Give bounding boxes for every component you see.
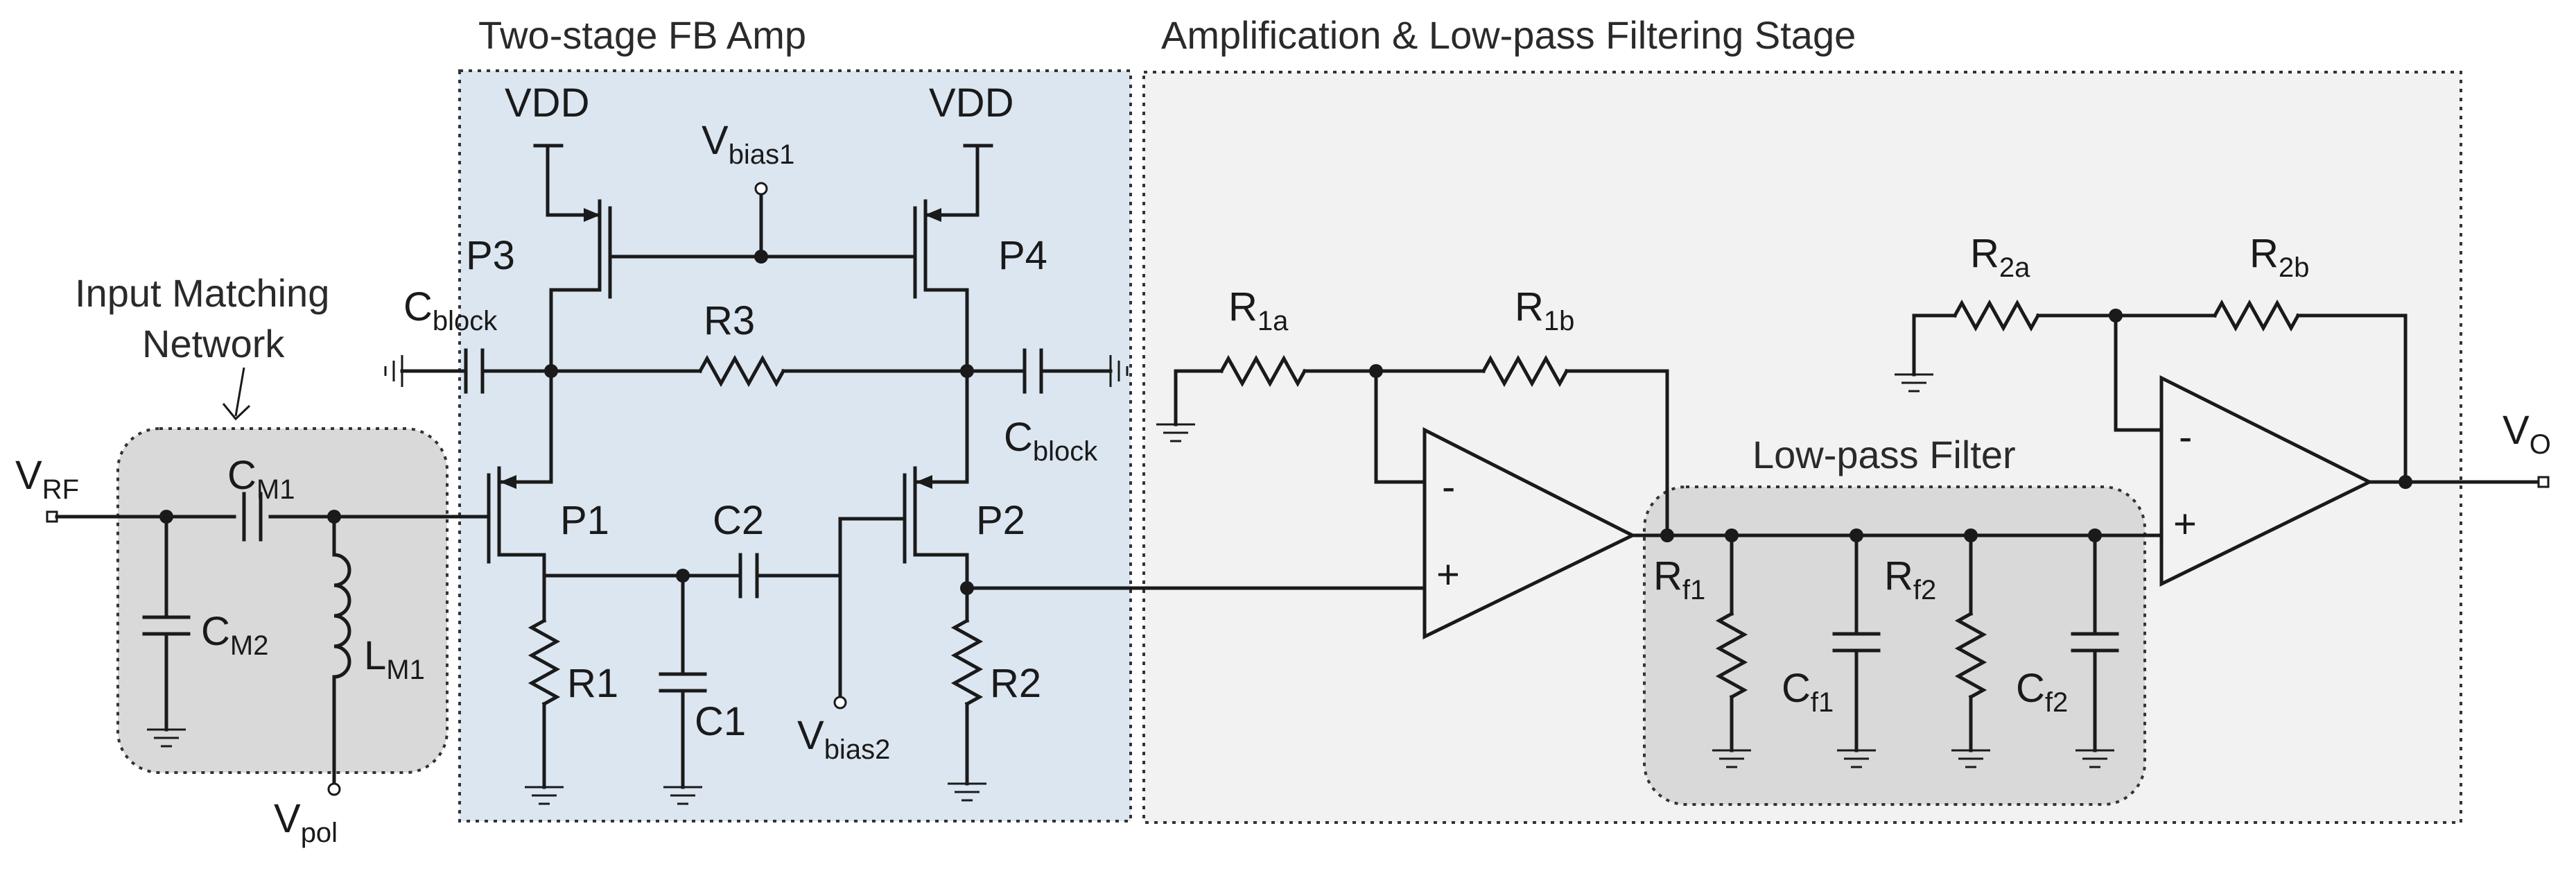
r1b-label: R1b (1515, 284, 1574, 336)
imn-pointer-arrow (222, 367, 251, 421)
p4-label: P4 (998, 233, 1047, 278)
opamp1-plus: + (1436, 552, 1460, 597)
p1-label: P1 (560, 498, 609, 543)
opamp2-icon (2159, 374, 2374, 587)
vpol-port-icon (327, 782, 341, 796)
cm1-label: CM1 (227, 453, 295, 505)
r2-resistor (950, 618, 984, 707)
r2-label: R2 (990, 661, 1041, 706)
ground-icon (1109, 355, 1129, 387)
lpf-region (1643, 485, 2146, 806)
vrf-label: VRF (15, 453, 79, 505)
p1-transistor (487, 466, 553, 564)
vo-label: VO (2503, 408, 2551, 460)
ground-icon (525, 786, 564, 805)
opamp2-plus: + (2173, 501, 2197, 546)
r2b-resistor (2212, 299, 2301, 332)
r1-label: R1 (567, 661, 618, 706)
imn-title-line2: Network (142, 322, 285, 365)
lm1-inductor (332, 553, 351, 679)
p4-transistor (913, 199, 980, 370)
opamp1-icon (1422, 427, 1637, 639)
rf2-label: Rf2 (1884, 553, 1936, 605)
lpf-title: Low-pass Filter (1752, 433, 2016, 476)
ground-icon (663, 786, 702, 805)
imn-region (116, 427, 449, 774)
r2a-label: R2a (1970, 231, 2030, 283)
imn-title-line1: Input Matching (75, 271, 329, 315)
p2-label: P2 (976, 498, 1025, 543)
r1b-resistor (1481, 354, 1569, 388)
r1-resistor (528, 618, 561, 707)
c1-label: C1 (695, 699, 746, 744)
rf1-label: Rf1 (1653, 553, 1705, 605)
r3-resistor (697, 354, 786, 388)
vo-port-icon (2537, 476, 2550, 488)
rf2-resistor (1954, 611, 1987, 700)
vbias1-label: Vbias1 (702, 118, 794, 170)
cblock-left-label: Cblock (403, 284, 498, 336)
r1a-resistor (1219, 354, 1307, 388)
cf1-label: Cf1 (1782, 666, 1834, 718)
vdd-left-label: VDD (505, 80, 589, 126)
ground-icon (1951, 749, 1990, 768)
lm1-label: LM1 (364, 633, 425, 685)
fb-amp-title: Two-stage FB Amp (478, 13, 806, 57)
ground-icon (384, 355, 403, 387)
cf2-label: Cf2 (2016, 666, 2068, 718)
vbias1-port-icon (754, 182, 768, 196)
r2b-label: R2b (2249, 231, 2309, 283)
ground-icon (1837, 749, 1876, 768)
node-dot (2399, 475, 2412, 489)
rf1-resistor (1715, 611, 1748, 700)
ground-icon (147, 728, 186, 748)
node-dot (1660, 528, 1674, 542)
vdd-right-label: VDD (929, 80, 1013, 126)
vbias2-label: Vbias2 (797, 713, 890, 765)
node-dot (754, 250, 768, 264)
cm2-label: CM2 (201, 609, 268, 661)
ground-icon (1712, 749, 1751, 768)
r2a-resistor (1952, 299, 2041, 332)
cm1-capacitor (242, 492, 263, 542)
p3-transistor (546, 199, 612, 370)
c2-label: C2 (713, 498, 764, 543)
opamp1-minus: - (1442, 465, 1455, 510)
ground-icon (948, 782, 986, 802)
opamp2-minus: - (2179, 415, 2192, 460)
vbias2-port-icon (833, 696, 847, 709)
p2-transistor (903, 466, 969, 564)
r1a-label: R1a (1228, 284, 1289, 336)
vpol-label: Vpol (274, 796, 338, 848)
ground-icon (2075, 749, 2114, 768)
r3-label: R3 (704, 298, 755, 343)
fb-amp-region (458, 69, 1132, 823)
p3-label: P3 (466, 233, 515, 278)
amp-stage-title: Amplification & Low-pass Filtering Stage (1161, 13, 1856, 57)
cblock-right-label: Cblock (1004, 415, 1098, 467)
